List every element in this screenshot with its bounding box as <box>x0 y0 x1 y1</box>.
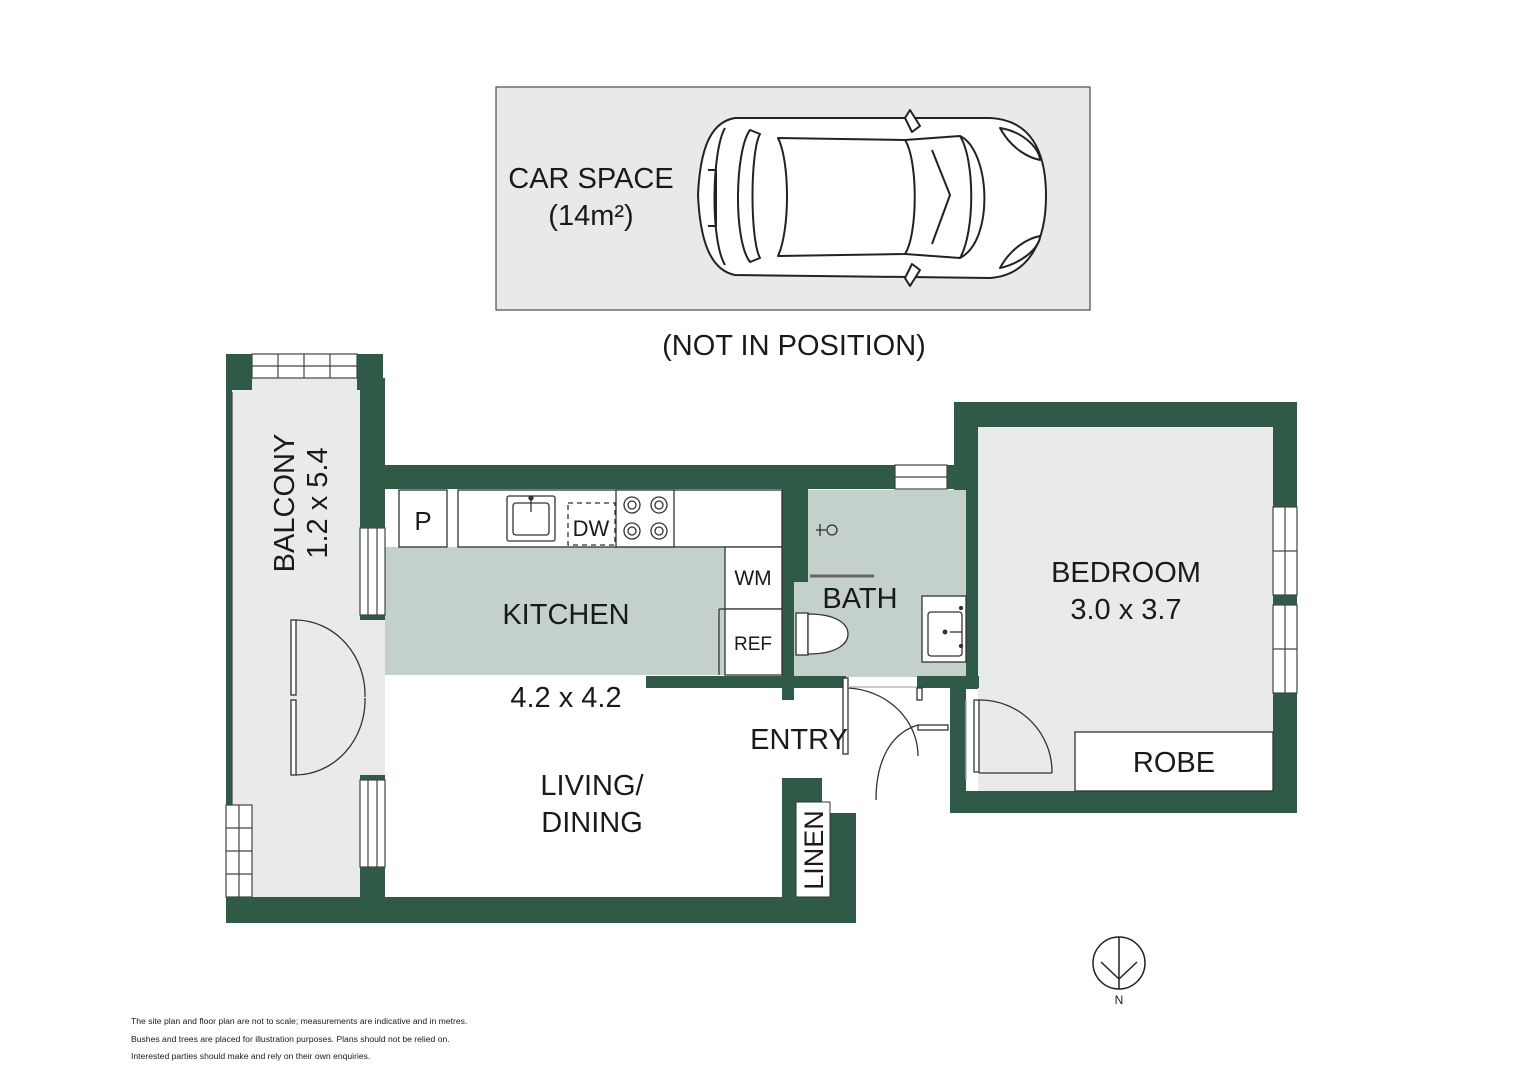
balcony-door <box>290 619 366 776</box>
pantry-label: P <box>414 506 431 536</box>
bedroom-floor <box>978 427 1273 791</box>
entry-door <box>842 677 949 801</box>
bedroom-size: 3.0 x 3.7 <box>1070 594 1181 626</box>
washing-machine-label: WM <box>734 567 771 590</box>
dishwasher <box>567 502 616 546</box>
linen <box>795 801 831 898</box>
bath-floor <box>808 490 966 582</box>
kitchen-floor <box>385 547 725 675</box>
basin-icon <box>921 595 967 663</box>
kitchen-size: 4.2 x 4.2 <box>510 682 621 714</box>
bedroom-label: BEDROOM <box>1051 557 1201 589</box>
car-space-note: (NOT IN POSITION) <box>662 330 926 362</box>
bath-label: BATH <box>822 583 897 615</box>
cooktop-icon <box>615 489 675 548</box>
washing-machine <box>724 546 783 610</box>
living-label-line2: DINING <box>541 807 643 839</box>
balcony-label: BALCONY <box>269 434 301 573</box>
shower-icon <box>816 524 838 536</box>
bath-fixtures <box>795 524 967 663</box>
linen-label: LINEN <box>799 810 829 890</box>
kitchen-fixtures <box>398 489 783 676</box>
disclaimer-line: Bushes and trees are placed for illustra… <box>131 1033 450 1044</box>
fridge-label: REF <box>734 634 772 655</box>
kitchen-label: KITCHEN <box>502 599 629 631</box>
living-label-line1: LIVING/ <box>540 770 644 802</box>
disclaimer: The site plan and floor plan are not to … <box>131 1013 551 1066</box>
compass-label: N <box>1115 993 1124 1007</box>
robe-label: ROBE <box>1133 747 1215 779</box>
doors <box>290 619 1053 801</box>
north-compass: N <box>1092 936 1146 1007</box>
fridge <box>724 608 783 676</box>
car-space: CAR SPACE (14m²) (NOT IN POSITION) <box>495 86 1091 362</box>
disclaimer-line: The site plan and floor plan are not to … <box>131 1016 468 1026</box>
car-icon <box>697 109 1047 287</box>
balcony-size: 1.2 x 5.4 <box>302 447 334 558</box>
dishwasher-label: DW <box>573 516 610 541</box>
windows <box>225 353 1298 898</box>
bedroom-door <box>965 699 1053 780</box>
car-space-label: CAR SPACE <box>508 163 673 195</box>
disclaimer-line: Interested parties should make and rely … <box>131 1051 371 1061</box>
toilet-icon <box>795 612 849 656</box>
north-arrow-icon <box>1100 961 1138 981</box>
robe <box>1074 731 1274 792</box>
entry-label: ENTRY <box>750 724 848 756</box>
car-space-area: (14m²) <box>548 200 633 232</box>
pantry <box>398 489 448 548</box>
